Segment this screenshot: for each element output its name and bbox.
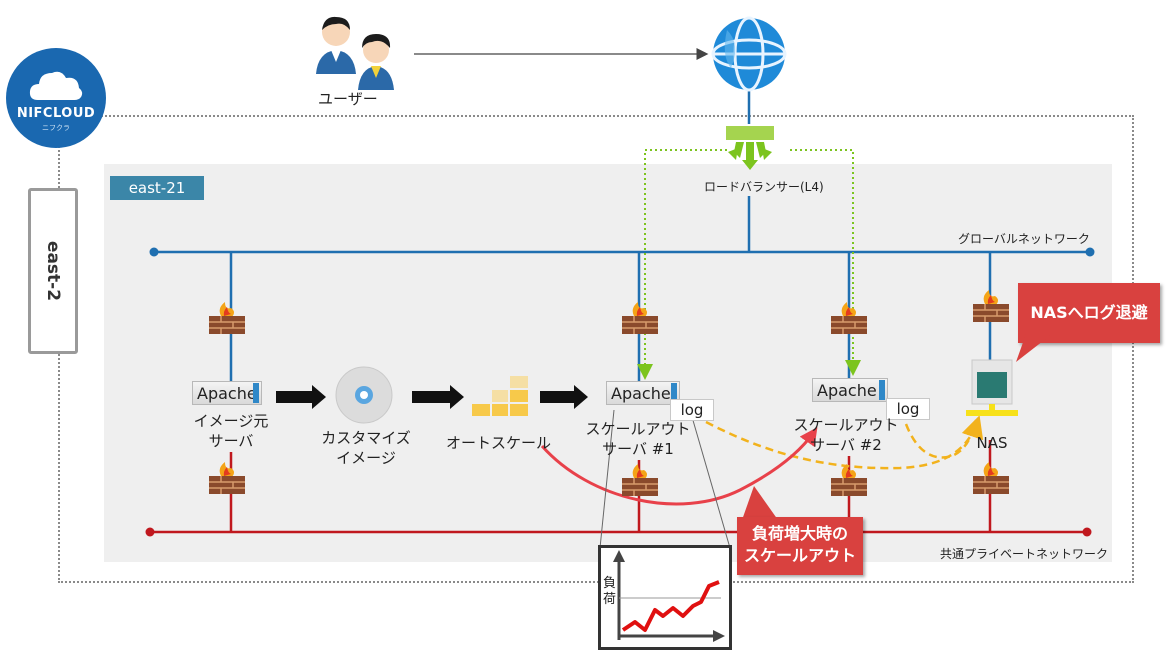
log-badge: log (886, 398, 930, 420)
disk-image-icon (335, 366, 393, 424)
log-arrow-server-2-to-nas (904, 419, 978, 459)
app-label: Apache (611, 384, 671, 403)
users-label: ユーザー (318, 90, 378, 108)
load-graph-plot (613, 550, 725, 642)
nas-icon (966, 359, 1018, 416)
callout-pointer (742, 486, 778, 520)
scaleout-server-1-label-1: スケールアウト (585, 420, 691, 438)
server-status-bar (879, 380, 885, 400)
brand-sub: ニフクラ (42, 124, 70, 132)
private-network-label: 共通プライベートネットワーク (940, 547, 1109, 561)
firewall-icon (831, 302, 867, 334)
load-graph: 負 荷 (598, 545, 732, 650)
callout-pointer (1016, 334, 1052, 362)
load-balancer-label: ロードバランサー(L4) (704, 180, 824, 194)
firewall-icon (973, 462, 1009, 494)
flow-arrow-2 (412, 385, 464, 409)
scaleout-server-1-label-2: サーバ #1 (602, 440, 674, 458)
zoom-line-right (689, 409, 731, 549)
server-status-bar (671, 383, 677, 403)
flow-arrow-3 (540, 385, 588, 409)
private-endpoint-left (145, 527, 155, 537)
scaleout-callout-line-2: スケールアウト (743, 546, 856, 565)
server-status-bar (253, 383, 259, 403)
image-source-server: Apache (192, 381, 262, 405)
zoom-line-left (599, 409, 615, 549)
firewall-icon (209, 302, 245, 334)
region-tab: east-2 (28, 188, 78, 354)
global-network-label: グローバルネットワーク (958, 232, 1090, 246)
firewall-icon (622, 302, 658, 334)
firewall-icon (831, 464, 867, 496)
nifcloud-logo: NIFCLOUD ニフクラ (6, 48, 106, 148)
scaleout-callout-line-1: 負荷増大時の (751, 524, 848, 543)
app-label: Apache (817, 381, 877, 400)
scaleout-server-1: Apache (606, 381, 680, 405)
load-graph-ylabel-2: 荷 (603, 592, 617, 607)
firewall-icon (209, 462, 245, 494)
lb-path-to-server-1 (637, 149, 727, 380)
app-label: Apache (197, 384, 257, 403)
log-badge: log (670, 399, 714, 421)
scaleout-server-2-label-2: サーバ #2 (810, 436, 882, 454)
autoscale-blocks-icon (472, 376, 528, 416)
image-source-server-label-2: サーバ (208, 432, 254, 450)
users-icon (316, 16, 394, 90)
load-graph-ylabel-1: 負 (603, 576, 617, 591)
custom-image-label-2: イメージ (336, 449, 396, 467)
private-endpoint-right (1082, 527, 1092, 537)
scaleout-callout: 負荷増大時の スケールアウト (737, 517, 863, 575)
global-endpoint-left (149, 247, 159, 257)
scaleout-server-2-label-1: スケールアウト (793, 416, 899, 434)
custom-image-label-1: カスタマイズ (321, 429, 411, 447)
firewall-icon (973, 290, 1009, 322)
zone-tag: east-21 (110, 176, 204, 200)
autoscale-label: オートスケール (446, 434, 552, 452)
firewall-icon (622, 464, 658, 496)
lb-path-to-server-2 (790, 149, 861, 376)
load-balancer-icon (726, 126, 774, 170)
brand-name: NIFCLOUD (16, 106, 96, 121)
nas-label: NAS (976, 434, 1008, 452)
zone-east-21 (104, 164, 1112, 562)
cloud-icon (29, 71, 83, 100)
global-endpoint-right (1085, 247, 1095, 257)
flow-arrow-1 (276, 385, 326, 409)
scaleout-server-2: Apache (812, 378, 888, 402)
log-arrow-server-1-to-nas (705, 415, 984, 470)
image-source-server-label-1: イメージ元 (193, 412, 269, 430)
nas-log-callout: NASへログ退避 (1018, 283, 1160, 343)
globe-icon (711, 16, 787, 92)
